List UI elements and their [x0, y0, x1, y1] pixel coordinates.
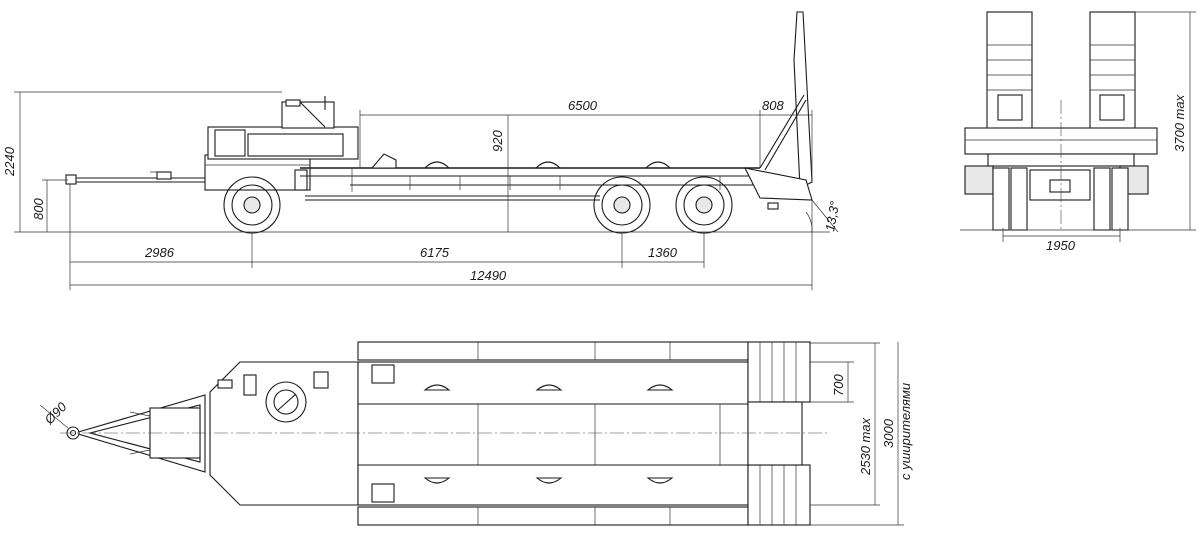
dim-deck-length: 6500	[568, 98, 598, 113]
dim-ramp-length: 808	[762, 98, 784, 113]
dim-eye-diameter: Ø90	[41, 399, 70, 428]
dim-width-widened: 3000	[881, 418, 896, 448]
rear-bumper	[964, 165, 1149, 201]
front-superstructure	[207, 96, 359, 160]
front-wheel	[223, 176, 281, 234]
dim-width-note: с уширителями	[898, 383, 913, 480]
dim-angle: 13,3°	[822, 200, 842, 233]
side-view: 2240 800 6500 808 920 13,3° 2986 6175 13…	[2, 11, 842, 290]
rear-tyres	[992, 167, 1129, 231]
rear-ramps	[986, 11, 1136, 131]
dim-drawbar-to-axle: 2986	[144, 245, 175, 260]
rear-view: 3700 max 1950	[960, 11, 1196, 253]
dim-coupling-height: 800	[31, 198, 46, 220]
side-drawbar	[65, 171, 205, 185]
rear-wheel-1	[593, 176, 651, 234]
dim-track: 1950	[1046, 238, 1076, 253]
top-main-deck	[357, 341, 749, 526]
side-dimensions	[14, 91, 839, 290]
rear-wheel-2	[675, 176, 733, 234]
rear-ramp	[744, 11, 813, 210]
top-view: Ø90 700 2530 max 3000 с уширителями	[39, 341, 913, 526]
dim-wheelbase: 6175	[420, 245, 450, 260]
dim-height-max: 3700 max	[1172, 94, 1187, 152]
dim-ramp-gap: 700	[831, 374, 846, 396]
dim-width-max: 2530 max	[858, 417, 873, 476]
top-ramps	[747, 341, 811, 526]
dim-height-total: 2240	[2, 146, 17, 177]
front-bogie	[204, 154, 311, 191]
side-frame	[300, 153, 760, 201]
dim-overall-length: 12490	[470, 268, 507, 283]
dim-axle-spread: 1360	[648, 245, 678, 260]
rear-dimensions	[1002, 11, 1196, 242]
top-front-platform	[209, 361, 359, 506]
top-drawbar	[66, 394, 206, 473]
top-dimensions	[39, 342, 904, 526]
dim-deck-height: 920	[490, 130, 505, 152]
